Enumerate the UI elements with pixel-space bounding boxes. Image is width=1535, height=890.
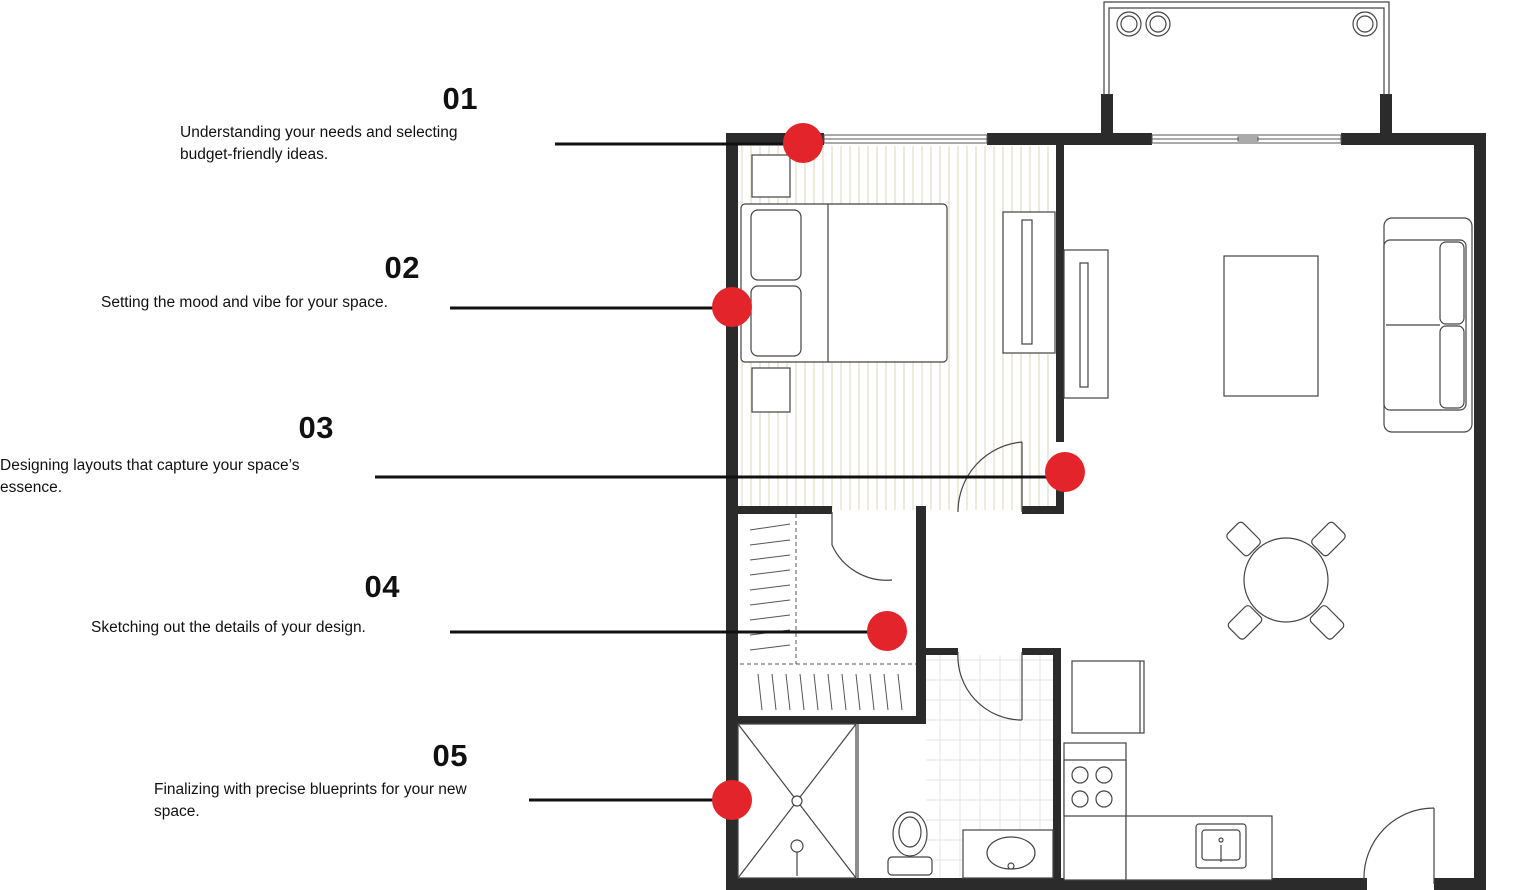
kitchen — [1063, 660, 1273, 881]
leader-lines — [375, 142, 1065, 802]
step-description-03: Designing layouts that capture your spac… — [0, 457, 300, 496]
bedroom-furniture — [740, 154, 1056, 413]
windows — [823, 134, 1342, 144]
step-number-05: 05 — [432, 738, 468, 773]
step-description-04: Sketching out the details of your design… — [91, 619, 366, 636]
step-number-02: 02 — [384, 250, 420, 285]
step-number-01: 01 — [442, 81, 478, 116]
step-description-02: Setting the mood and vibe for your space… — [101, 294, 388, 311]
step-number-04: 04 — [364, 569, 400, 604]
step-marker-02 — [712, 287, 752, 327]
step-number-03: 03 — [298, 410, 334, 445]
step-marker-03 — [1045, 452, 1085, 492]
balcony — [1103, 1, 1390, 95]
step-marker-04 — [867, 611, 907, 651]
step-marker-01 — [783, 123, 823, 163]
step-description-01: Understanding your needs and selecting b… — [180, 124, 458, 163]
step-description-05: Finalizing with precise blueprints for y… — [154, 781, 467, 820]
living-furniture — [1063, 217, 1473, 640]
doors — [831, 441, 1435, 884]
step-marker-05 — [712, 780, 752, 820]
bathroom-fixtures — [737, 723, 1054, 879]
closet-rails — [740, 514, 916, 711]
walls — [726, 94, 1486, 890]
